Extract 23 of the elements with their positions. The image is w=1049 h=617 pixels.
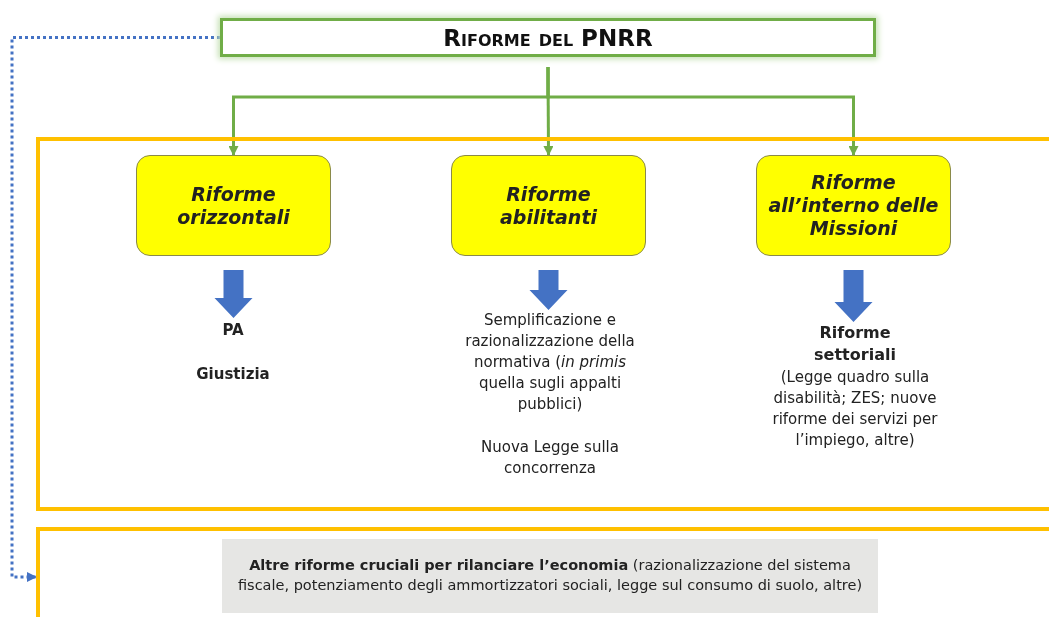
block-arrow <box>214 270 253 318</box>
category-title: Riforme all’interno delle Missioni <box>767 171 940 240</box>
note-box <box>222 539 878 613</box>
dotted-arrow <box>10 36 220 582</box>
panel-frame <box>36 527 1049 617</box>
block-arrow <box>529 270 568 310</box>
note-text: Altre riforme cruciali per rilanciare l’economia (razionalizzazione del sistema fiscale, potenziamento degli ammortizzatori sociali, legge sul consumo di suolo, altre) <box>236 556 864 595</box>
category-box <box>756 155 951 256</box>
panel-frame <box>36 137 1049 511</box>
arrow <box>546 67 859 156</box>
reform-heading: Riforme settoriali <box>813 322 897 367</box>
category-box <box>136 155 331 256</box>
block-arrow <box>834 270 873 322</box>
title-box <box>220 18 876 57</box>
reform-item: PA <box>221 320 245 341</box>
category-title: Riforme orizzontali <box>176 182 291 229</box>
reform-item: Giustizia <box>195 364 271 385</box>
reform-description: (Legge quadro sulla disabilità; ZES; nuove riforme dei servizi per l’impiego, altre) <box>771 366 939 451</box>
reform-description: Nuova Legge sulla concorrenza <box>480 437 620 479</box>
reform-description: Semplificazione e razionalizzazione della normativa (in primis quella sugli appalti pubblici) <box>464 310 636 415</box>
title-text: Riforme del PNRR <box>443 24 653 51</box>
category-title: Riforme abilitanti <box>499 182 598 229</box>
category-box <box>451 155 646 256</box>
